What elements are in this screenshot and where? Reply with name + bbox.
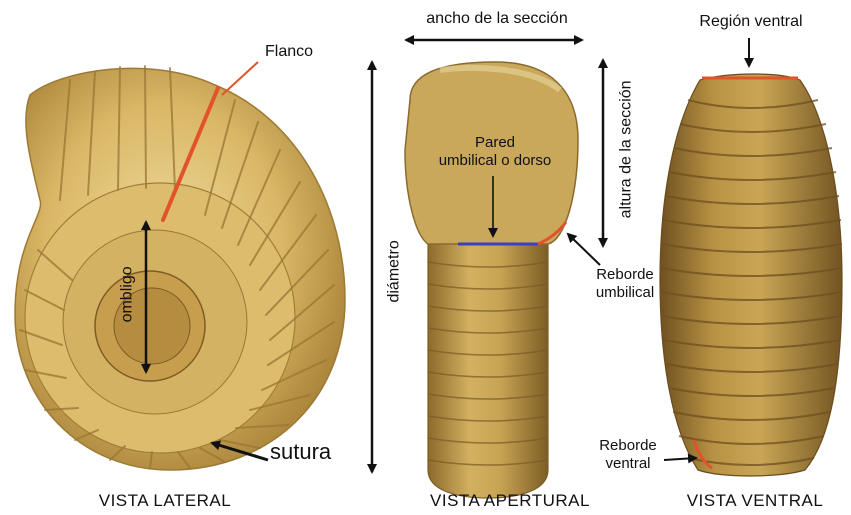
ombligo-label: ombligo: [120, 254, 137, 334]
lateral-view-shell: [15, 62, 345, 470]
pared-umbilical-label-line1: Pared: [420, 135, 570, 151]
caption-vista-ventral: VISTA VENTRAL: [660, 492, 850, 510]
flanco-label: Flanco: [265, 44, 313, 61]
apertural-view-shell: [405, 62, 600, 498]
reborde-umbilical-arrow: [568, 234, 600, 265]
region-ventral-label: Región ventral: [686, 14, 816, 31]
flanco-leader: [222, 62, 258, 95]
reborde-ventral-label-line1: Reborde: [586, 438, 670, 454]
reborde-umbilical-label-line1: Reborde: [580, 267, 670, 283]
apertural-lower-whorl: [428, 240, 548, 498]
ventral-view-shell: [660, 38, 842, 476]
reborde-umbilical-label-line2: umbilical: [580, 285, 670, 301]
altura-seccion-label: altura de la sección: [619, 74, 636, 224]
sutura-label: sutura: [270, 440, 331, 463]
diametro-label: diámetro: [387, 226, 404, 316]
reborde-ventral-label-line2: ventral: [586, 456, 670, 472]
caption-vista-lateral: VISTA LATERAL: [60, 492, 270, 510]
ancho-seccion-label: ancho de la sección: [402, 11, 592, 28]
caption-vista-apertural: VISTA APERTURAL: [405, 492, 615, 510]
pared-umbilical-label-line2: umbilical o dorso: [420, 153, 570, 169]
